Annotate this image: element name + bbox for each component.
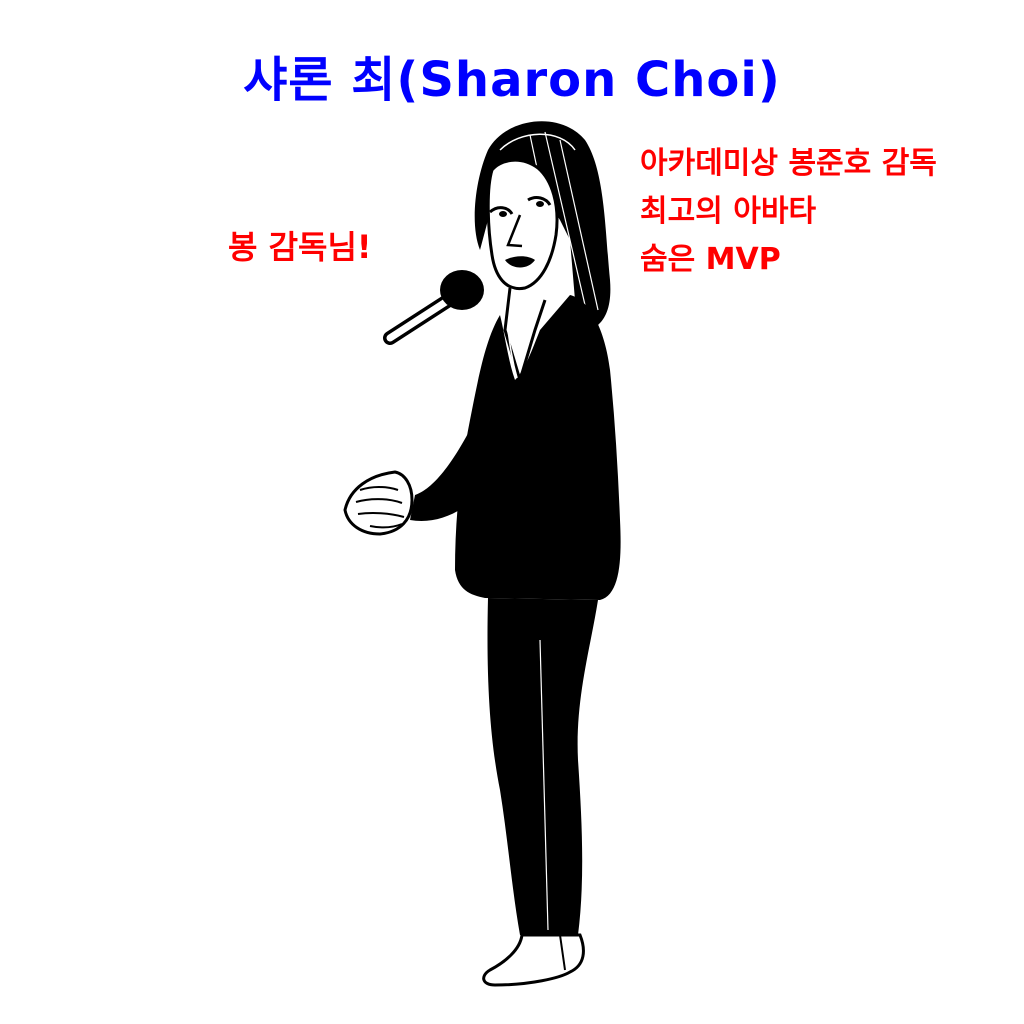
speech-text: 봉 감독님! [228,228,372,266]
caption-block: 아카데미상 봉준호 감독 최고의 아바타 숨은 MVP [640,140,1010,284]
caption-line: 최고의 아바타 [640,194,817,229]
face-drawing [486,158,559,386]
caption-line: 아카데미상 봉준호 감독 [640,146,937,181]
page-title: 샤론 최(Sharon Choi) [243,52,781,108]
hands-drawing [343,470,414,536]
trousers-drawing [487,598,598,935]
foot-drawing [482,933,585,987]
caption-line: 숨은 MVP [640,242,781,277]
jacket-drawing [410,295,621,600]
microphone-icon [383,270,484,345]
hair-drawing [474,121,611,325]
